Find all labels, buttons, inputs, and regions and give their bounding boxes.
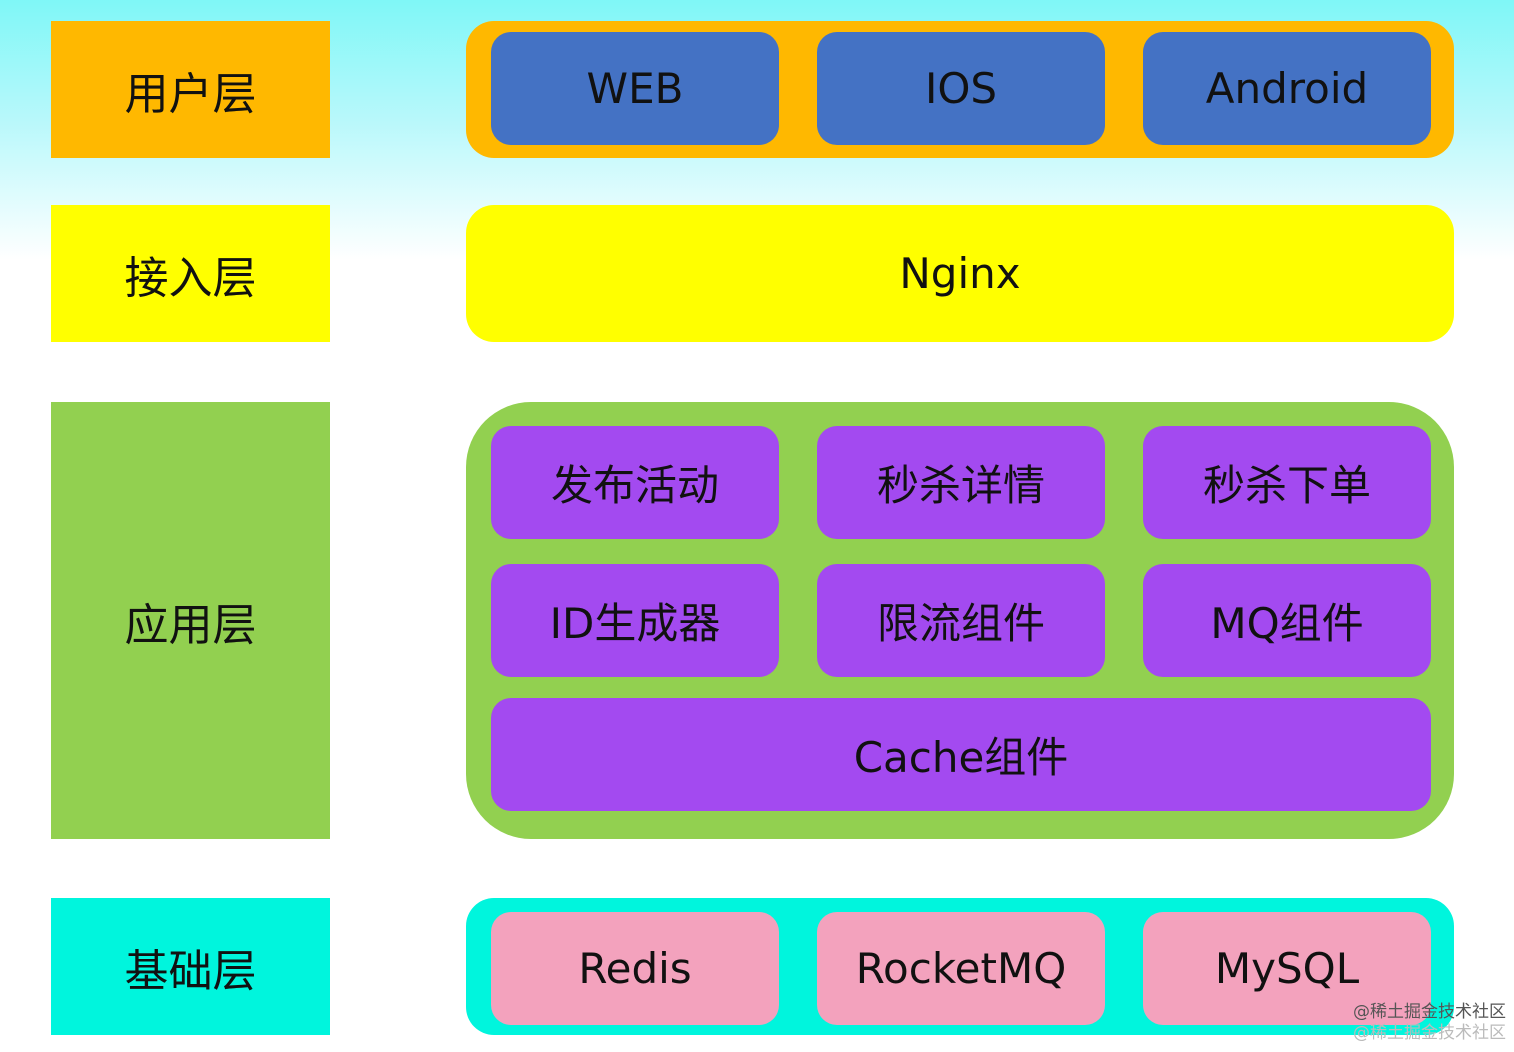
mq-component-box: MQ组件 — [1143, 564, 1431, 677]
publish-activity-box: 发布活动 — [491, 426, 779, 539]
mysql-box: MySQL — [1143, 912, 1431, 1025]
cache-component-label: Cache组件 — [853, 733, 1069, 782]
access-layer-panel: Nginx — [466, 205, 1454, 342]
user-layer-label-text: 用户层 — [124, 68, 257, 120]
id-generator-box: ID生成器 — [491, 564, 779, 677]
web-client-box: WEB — [491, 32, 779, 145]
base-layer-label-text: 基础层 — [124, 945, 257, 997]
watermark-line-1: @稀土掘金技术社区 — [1353, 1002, 1506, 1022]
mysql-label: MySQL — [1214, 944, 1360, 993]
android-client-box: Android — [1143, 32, 1431, 145]
rate-limit-component-box: 限流组件 — [817, 564, 1105, 677]
user-layer-panel: WEB IOS Android — [466, 21, 1454, 158]
application-layer-label-text: 应用层 — [124, 599, 257, 651]
access-layer-label: 接入层 — [51, 205, 330, 342]
ios-client-label: IOS — [924, 64, 998, 113]
cache-component-box: Cache组件 — [491, 698, 1431, 811]
mq-component-label: MQ组件 — [1210, 599, 1364, 648]
seckill-detail-box: 秒杀详情 — [817, 426, 1105, 539]
rocketmq-box: RocketMQ — [817, 912, 1105, 1025]
rate-limit-component-label: 限流组件 — [876, 599, 1045, 648]
nginx-box: Nginx — [466, 205, 1454, 342]
application-layer-panel: 发布活动 秒杀详情 秒杀下单 ID生成器 限流组件 MQ组件 Cache组件 — [466, 402, 1454, 839]
watermark: @稀土掘金技术社区 @稀土掘金技术社区 — [1353, 1002, 1506, 1044]
application-layer-label: 应用层 — [51, 402, 330, 839]
watermark-line-2: @稀土掘金技术社区 — [1353, 1023, 1506, 1043]
ios-client-box: IOS — [817, 32, 1105, 145]
nginx-label: Nginx — [899, 249, 1021, 298]
seckill-order-box: 秒杀下单 — [1143, 426, 1431, 539]
redis-label: Redis — [578, 944, 692, 993]
rocketmq-label: RocketMQ — [855, 944, 1067, 993]
seckill-order-label: 秒杀下单 — [1202, 461, 1371, 510]
redis-box: Redis — [491, 912, 779, 1025]
android-client-label: Android — [1205, 64, 1369, 113]
base-layer-panel: Redis RocketMQ MySQL — [466, 898, 1454, 1035]
access-layer-label-text: 接入层 — [124, 252, 257, 304]
web-client-label: WEB — [586, 64, 684, 113]
user-layer-label: 用户层 — [51, 21, 330, 158]
publish-activity-label: 发布活动 — [550, 461, 719, 510]
base-layer-label: 基础层 — [51, 898, 330, 1035]
id-generator-label: ID生成器 — [549, 599, 721, 648]
seckill-detail-label: 秒杀详情 — [876, 461, 1045, 510]
